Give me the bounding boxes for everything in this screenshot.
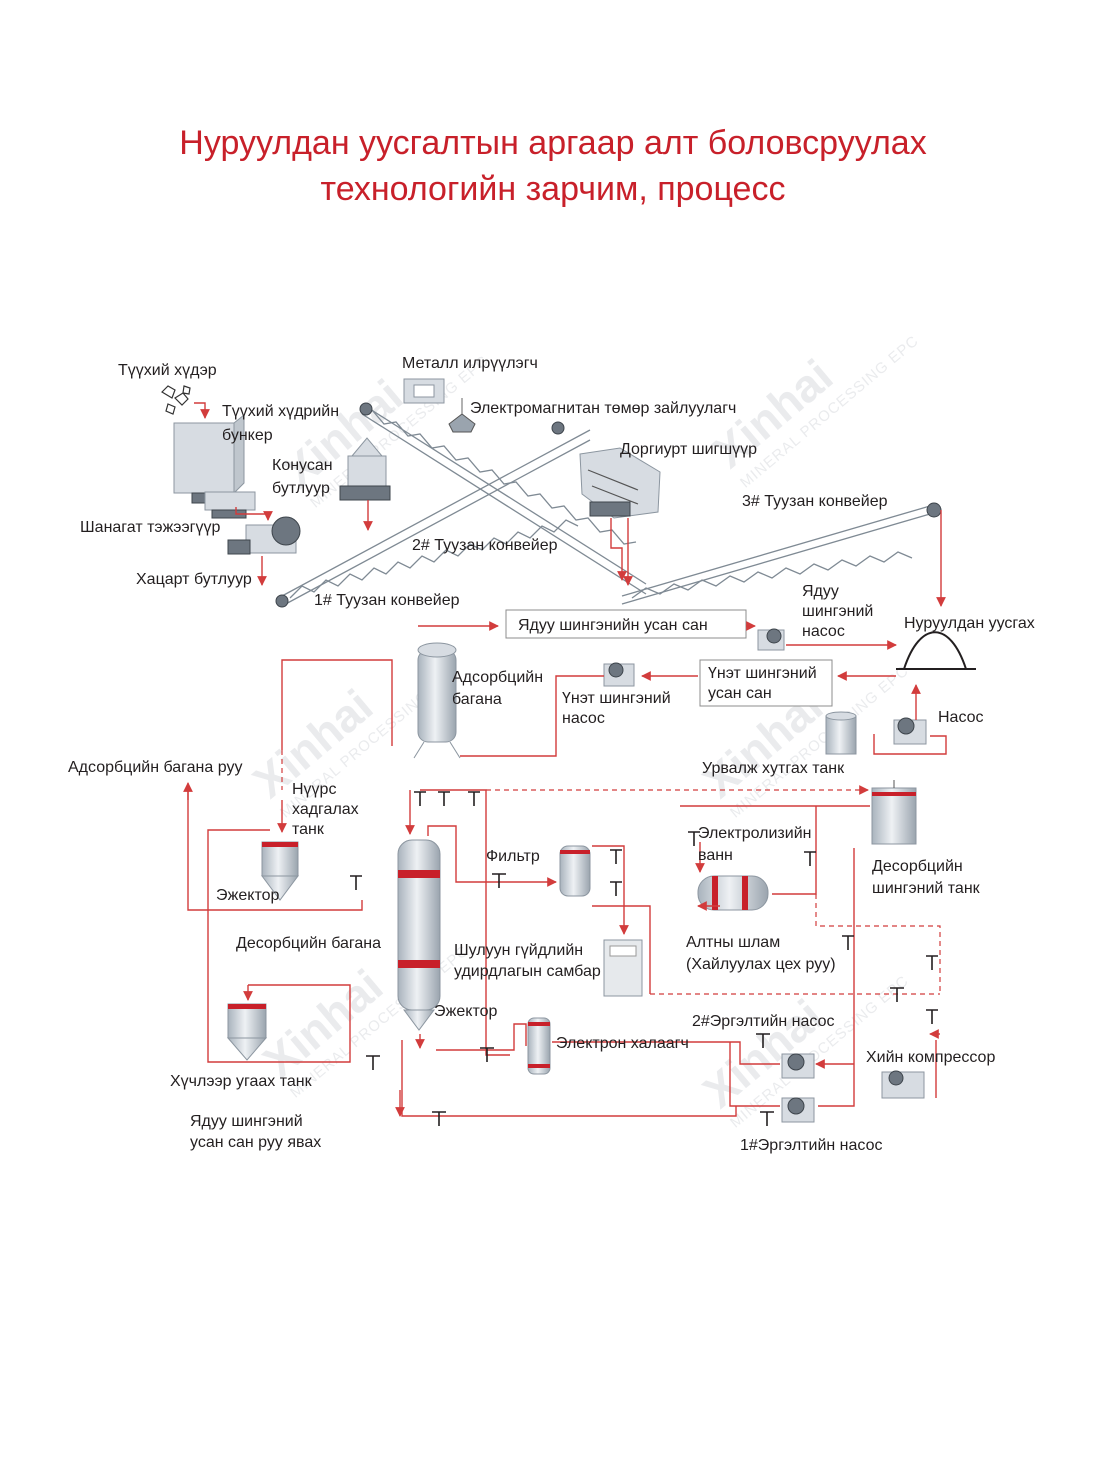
label-gold-mud-2: (Хайлуулах цех руу): [686, 956, 836, 973]
barren-pond-box: [505, 609, 747, 639]
label-belt-conveyor-1: 1# Туузан конвейер: [314, 592, 460, 609]
label-electric-heater: Электрон халаагч: [556, 1035, 689, 1052]
label-air-compressor: Хийн компрессор: [866, 1049, 995, 1066]
barren-pump-graphic: [757, 628, 785, 651]
label-barren-pump-3: насос: [802, 623, 845, 640]
label-belt-conveyor-2: 2# Туузан конвейер: [412, 537, 558, 554]
belt-conveyor-3-graphic: [621, 502, 942, 605]
label-desorption-column: Десорбцийн багана: [236, 935, 381, 952]
label-desorption-tank-1: Десорбцийн: [872, 858, 963, 875]
label-pickling-tank: Хүчлээр угаах танк: [170, 1073, 313, 1090]
label-to-barren-pond-2: усан сан руу явах: [190, 1134, 321, 1151]
label-adsorption-column-1: Адсорбцийн: [452, 669, 543, 686]
label-filter: Фильтр: [486, 848, 540, 865]
label-to-adsorption-column: Адсорбцийн багана руу: [68, 759, 242, 776]
diagram-title: Нуруулдан уусгалтын аргаар алт боловсруу…: [0, 120, 1106, 212]
label-vibrating-feeder: Шанагат тэжээгүүр: [80, 519, 220, 536]
label-pregnant-pond-1: Үнэт шингэний: [708, 665, 817, 682]
cone-crusher-graphic: [339, 437, 391, 501]
circulation-pump-2-graphic: [781, 1053, 815, 1079]
label-raw-ore: Түүхий хүдэр: [118, 362, 217, 379]
label-dc-control-2: удирдлагын самбар: [454, 963, 601, 980]
label-carbon-tank-2: хадгалах: [292, 801, 359, 818]
label-circ-pump-2: 2#Эргэлтийн насос: [692, 1013, 834, 1030]
top-flow-lines: [194, 402, 946, 607]
vibrating-screen-graphic: [579, 447, 661, 519]
collecting-tank-graphic: [825, 711, 857, 755]
label-circ-pump-1: 1#Эргэлтийн насос: [740, 1137, 882, 1154]
title-line-1: Нуруулдан уусгалтын аргаар алт боловсруу…: [179, 124, 927, 162]
label-ejector-1: Эжектор: [216, 887, 280, 904]
belt-conveyor-1-graphic: [275, 421, 591, 608]
label-pregnant-pump-1: Үнэт шингэний: [562, 690, 671, 707]
label-cone-crusher-1: Конусан: [272, 457, 333, 474]
label-dc-control-1: Шулуун гүйдлийн: [454, 942, 583, 959]
pregnant-pond-box: [699, 659, 833, 707]
middle-flow-lines: [277, 621, 947, 833]
watermark-2: Xinhai MINERAL PROCESSING EPC: [703, 332, 922, 491]
label-electrolysis-2: ванн: [698, 847, 733, 864]
label-pregnant-pump-2: насос: [562, 710, 605, 727]
label-heap-leaching: Нуруулдан уусгах: [904, 615, 1035, 632]
desorption-tank-graphic: [871, 780, 917, 845]
electromagnetic-separator-graphic: [448, 398, 476, 433]
pump-graphic: [893, 717, 927, 745]
label-adsorption-column-2: багана: [452, 691, 502, 708]
label-desorption-tank-2: шингэний танк: [872, 880, 981, 897]
circulation-pump-1-graphic: [781, 1097, 815, 1123]
label-collecting-tank: Урвалж хутгах танк: [702, 760, 845, 777]
label-raw-ore-bin-2: бункер: [222, 427, 273, 444]
lower-flow-lines: [183, 782, 941, 1117]
valve-symbols: [350, 791, 938, 1126]
label-ejector-2: Эжектор: [434, 1003, 498, 1020]
label-barren-pump-2: шингэний: [802, 603, 873, 620]
electric-heater-graphic: [527, 1017, 551, 1075]
dc-control-cabinet-graphic: [603, 939, 643, 997]
label-carbon-tank-1: Нүүрс: [292, 781, 336, 798]
label-carbon-tank-3: танк: [292, 821, 325, 838]
filter-graphic: [559, 845, 591, 897]
label-vibrating-screen: Доргиурт шигшүүр: [620, 441, 757, 458]
label-cone-crusher-2: бутлуур: [272, 480, 330, 497]
label-barren-pond: Ядуу шингэнийн усан сан: [518, 617, 708, 634]
label-belt-conveyor-3: 3# Туузан конвейер: [742, 493, 888, 510]
label-pregnant-pond-2: усан сан: [708, 685, 772, 702]
jaw-crusher-graphic: [227, 516, 301, 555]
pickling-tank-graphic: [226, 1003, 268, 1061]
air-compressor-graphic: [881, 1070, 925, 1099]
label-pump: Насос: [938, 709, 984, 726]
carbon-tank-graphic: [261, 841, 299, 901]
label-electromagnetic-separator: Электромагнитан төмөр зайлуулагч: [470, 400, 736, 417]
pregnant-pump-graphic: [603, 662, 635, 687]
label-raw-ore-bin-1: Түүхий хүдрийн: [222, 403, 339, 420]
title-line-2: технологийн зарчим, процесс: [320, 170, 786, 208]
belt-conveyor-2-graphic: [359, 402, 647, 595]
label-to-barren-pond-1: Ядуу шингэний: [190, 1113, 303, 1130]
electrolysis-cell-graphic: [697, 875, 769, 911]
label-barren-pump-1: Ядуу: [802, 583, 839, 600]
desorption-column-graphic: [397, 839, 441, 1031]
vibrating-feeder-graphic: [204, 491, 256, 519]
label-jaw-crusher: Хацарт бутлуур: [136, 571, 252, 588]
adsorption-column-graphic: [413, 642, 461, 759]
metal-detector-graphic: [403, 378, 445, 404]
label-metal-detector: Металл илрүүлэгч: [402, 355, 538, 372]
raw-ore-icon: [161, 385, 191, 415]
heap-leaching-graphic: [896, 631, 976, 670]
label-electrolysis-1: Электролизийн: [698, 825, 811, 842]
label-gold-mud-1: Алтны шлам: [686, 934, 780, 951]
